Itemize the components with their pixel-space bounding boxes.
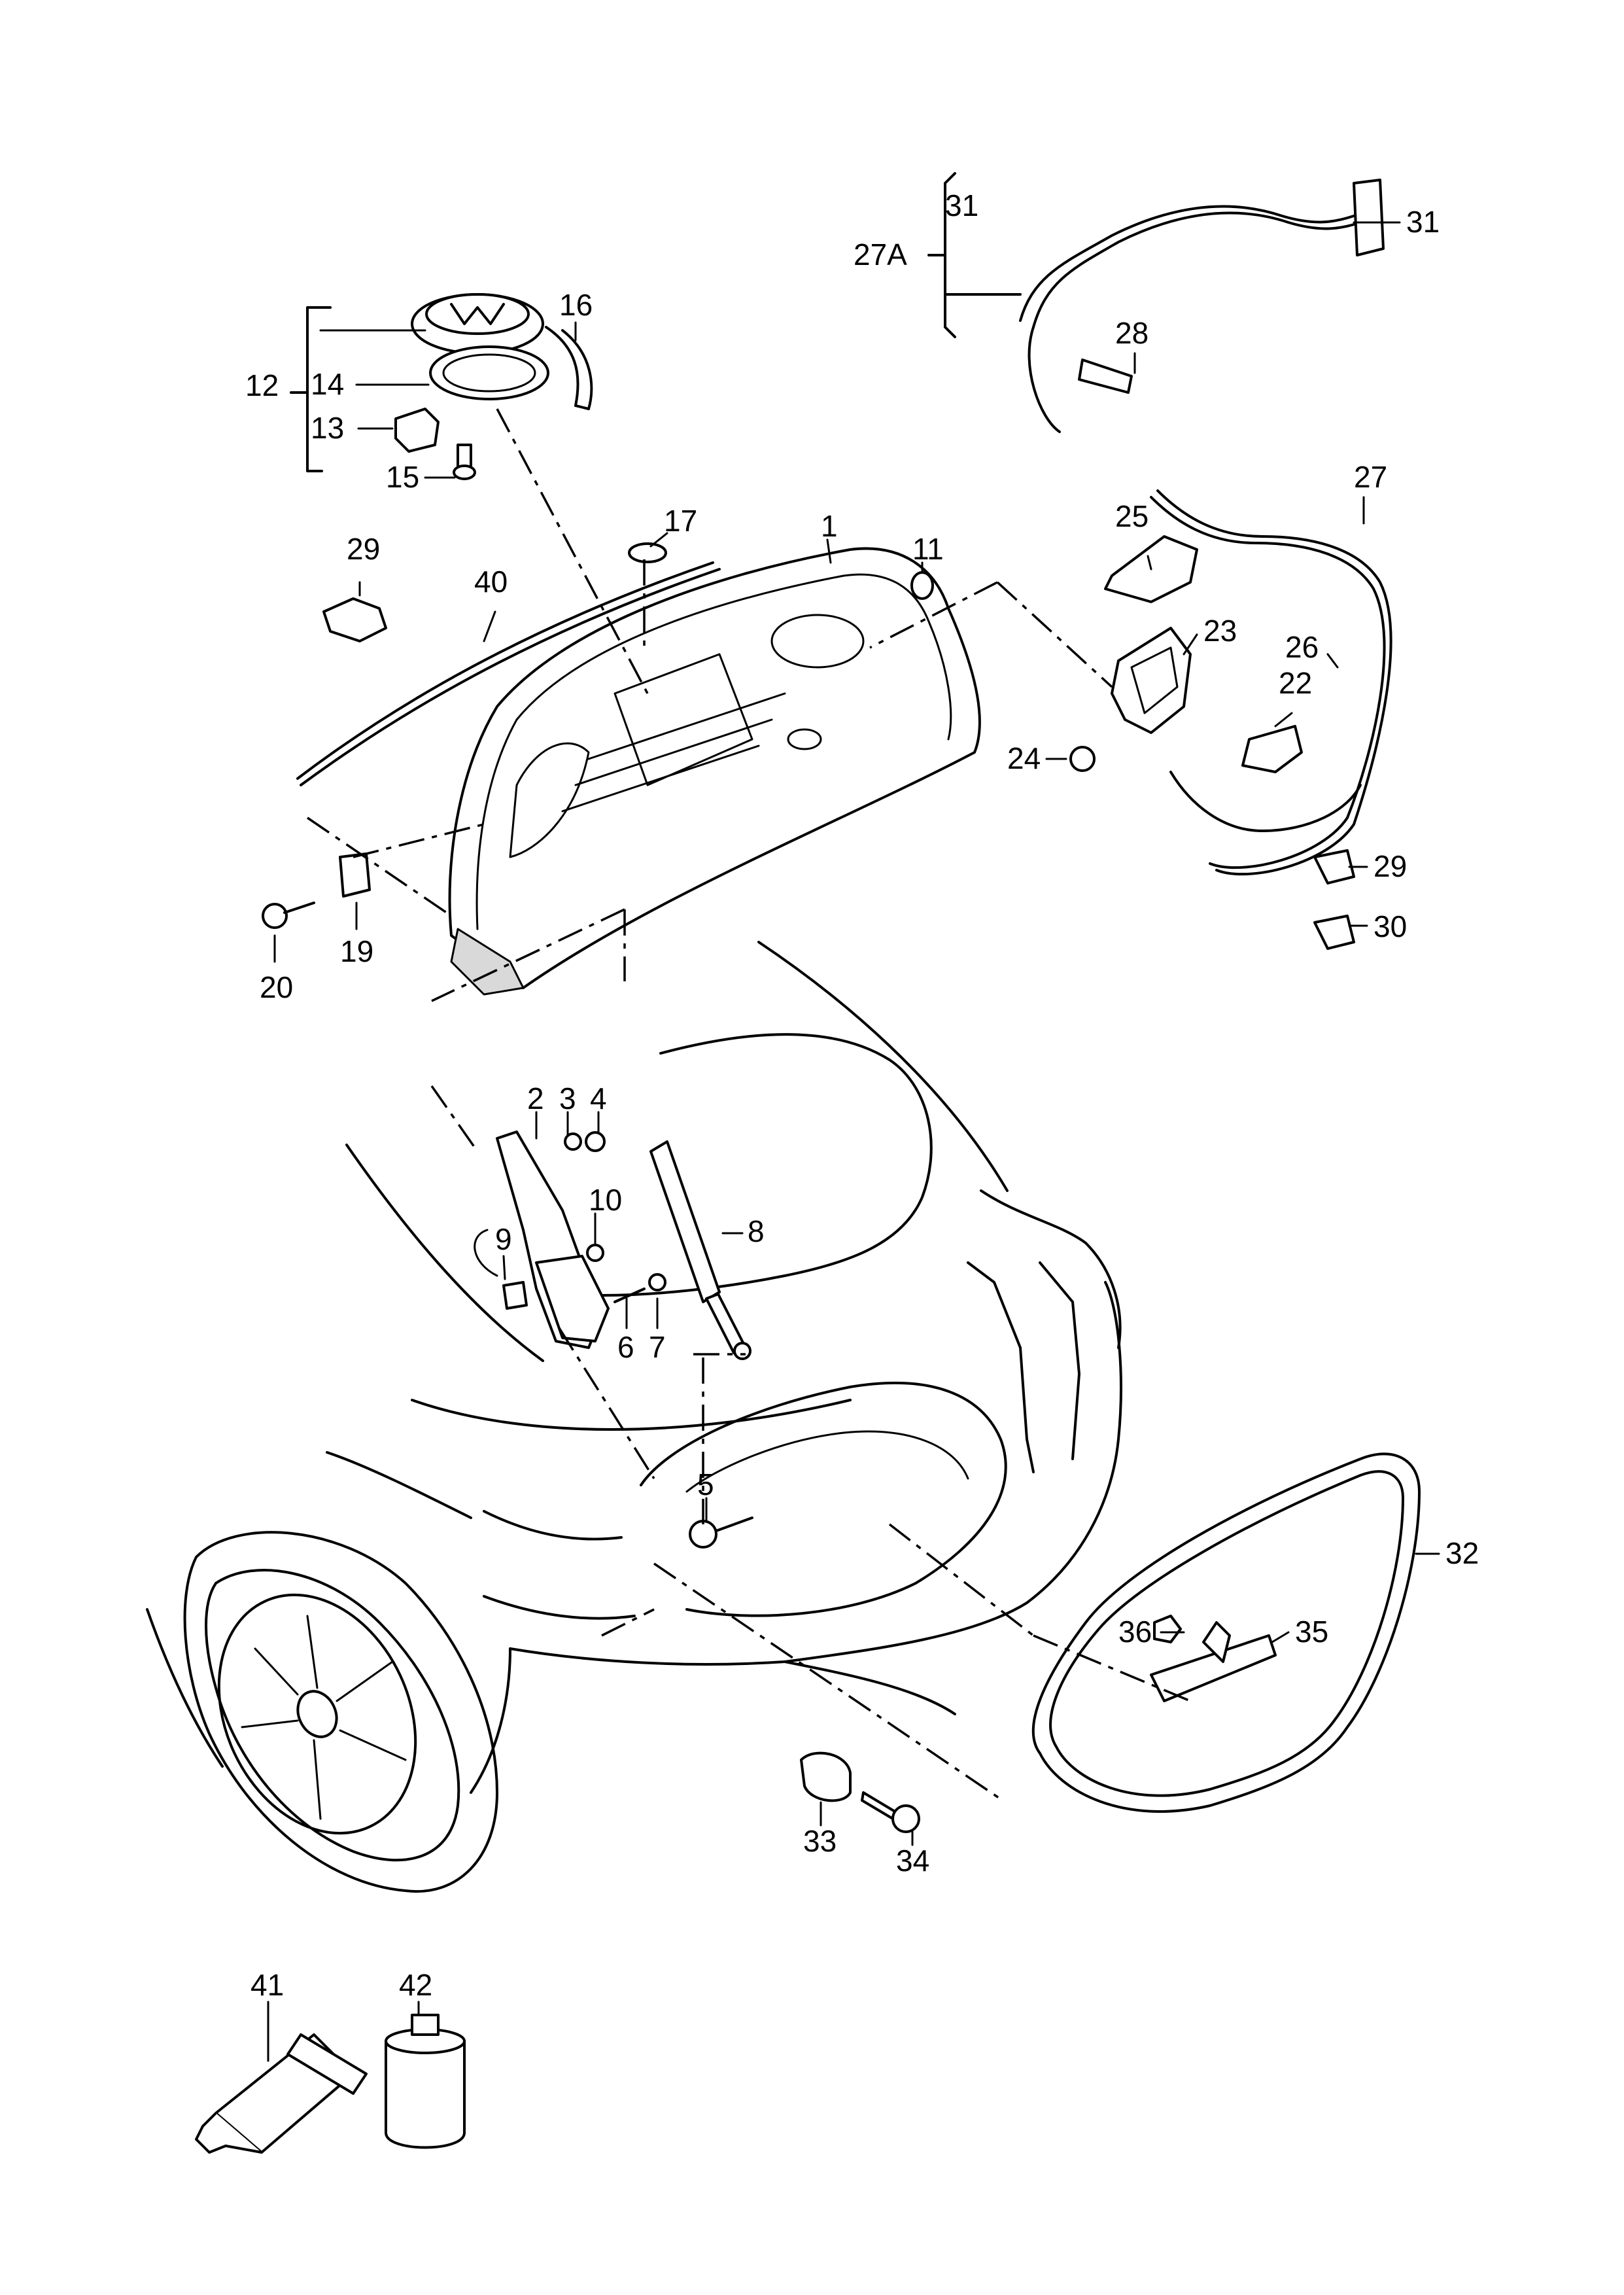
callout-27: 27 (1354, 460, 1387, 494)
callout-42: 42 (399, 1968, 432, 2002)
bumper-19 (339, 852, 371, 898)
callout-25: 25 (1115, 499, 1149, 533)
callout-3: 3 (559, 1081, 576, 1115)
callout-30: 30 (1373, 909, 1407, 943)
callout-10: 10 (589, 1183, 622, 1217)
callout-32: 32 (1445, 1536, 1479, 1570)
car-rear-body (146, 941, 1122, 1893)
callout-12: 12 (245, 368, 279, 402)
callout-31-bracket: 31 (945, 188, 978, 222)
callout-33: 33 (803, 1824, 837, 1858)
buffer-33 (800, 1751, 852, 1802)
callout-6: 6 (617, 1330, 634, 1364)
spoiler-strip (296, 561, 721, 786)
callout-27A: 27A (854, 237, 907, 272)
callout-17: 17 (664, 504, 697, 538)
plug-17 (628, 542, 667, 563)
callout-31-connector: 31 (1406, 205, 1440, 239)
callout-19: 19 (340, 934, 373, 968)
seal-32 (1031, 1452, 1421, 1813)
clip-29-left (322, 597, 387, 642)
leader-lines (267, 221, 1440, 2062)
reference-lines (307, 408, 1191, 1800)
callout-26: 26 (1285, 630, 1319, 664)
callout-35: 35 (1295, 1615, 1328, 1649)
callout-16: 16 (559, 288, 593, 322)
lock-assembly (927, 172, 1392, 950)
bolt-34 (861, 1791, 897, 1820)
callout-36: 36 (1118, 1615, 1152, 1649)
callout-28: 28 (1115, 316, 1149, 350)
callout-29-right: 29 (1373, 849, 1407, 883)
nut-36 (1153, 1615, 1182, 1643)
callout-34: 34 (896, 1844, 929, 1878)
consumables (195, 2014, 466, 2154)
bolt-5 (689, 1520, 717, 1549)
callout-9: 9 (495, 1222, 512, 1256)
callout-13: 13 (311, 411, 344, 445)
plug-11 (910, 571, 934, 600)
callout-8: 8 (748, 1214, 765, 1248)
callout-40: 40 (474, 565, 508, 599)
callout-23: 23 (1203, 614, 1237, 648)
callout-22: 22 (1279, 666, 1312, 700)
callout-41: 41 (251, 1968, 284, 2002)
callout-labels: 1 2 3 4 5 6 7 8 9 10 11 12 13 14 15 16 1… (245, 188, 1479, 2002)
screw-20 (262, 903, 288, 929)
callout-4: 4 (590, 1081, 607, 1115)
trunk-lid (448, 547, 981, 996)
callout-11: 11 (912, 532, 944, 566)
callout-15: 15 (386, 460, 419, 494)
callout-7: 7 (649, 1330, 666, 1364)
striker-35 (1150, 1634, 1277, 1702)
hinge-assembly (474, 1130, 752, 1360)
callout-1: 1 (821, 509, 838, 543)
callout-14: 14 (311, 367, 344, 401)
emblem-assembly (290, 293, 593, 480)
callout-5: 5 (697, 1467, 714, 1501)
callout-29-left: 29 (347, 532, 380, 566)
callout-20: 20 (260, 970, 293, 1004)
callout-2: 2 (527, 1081, 544, 1115)
callout-24: 24 (1007, 741, 1041, 775)
